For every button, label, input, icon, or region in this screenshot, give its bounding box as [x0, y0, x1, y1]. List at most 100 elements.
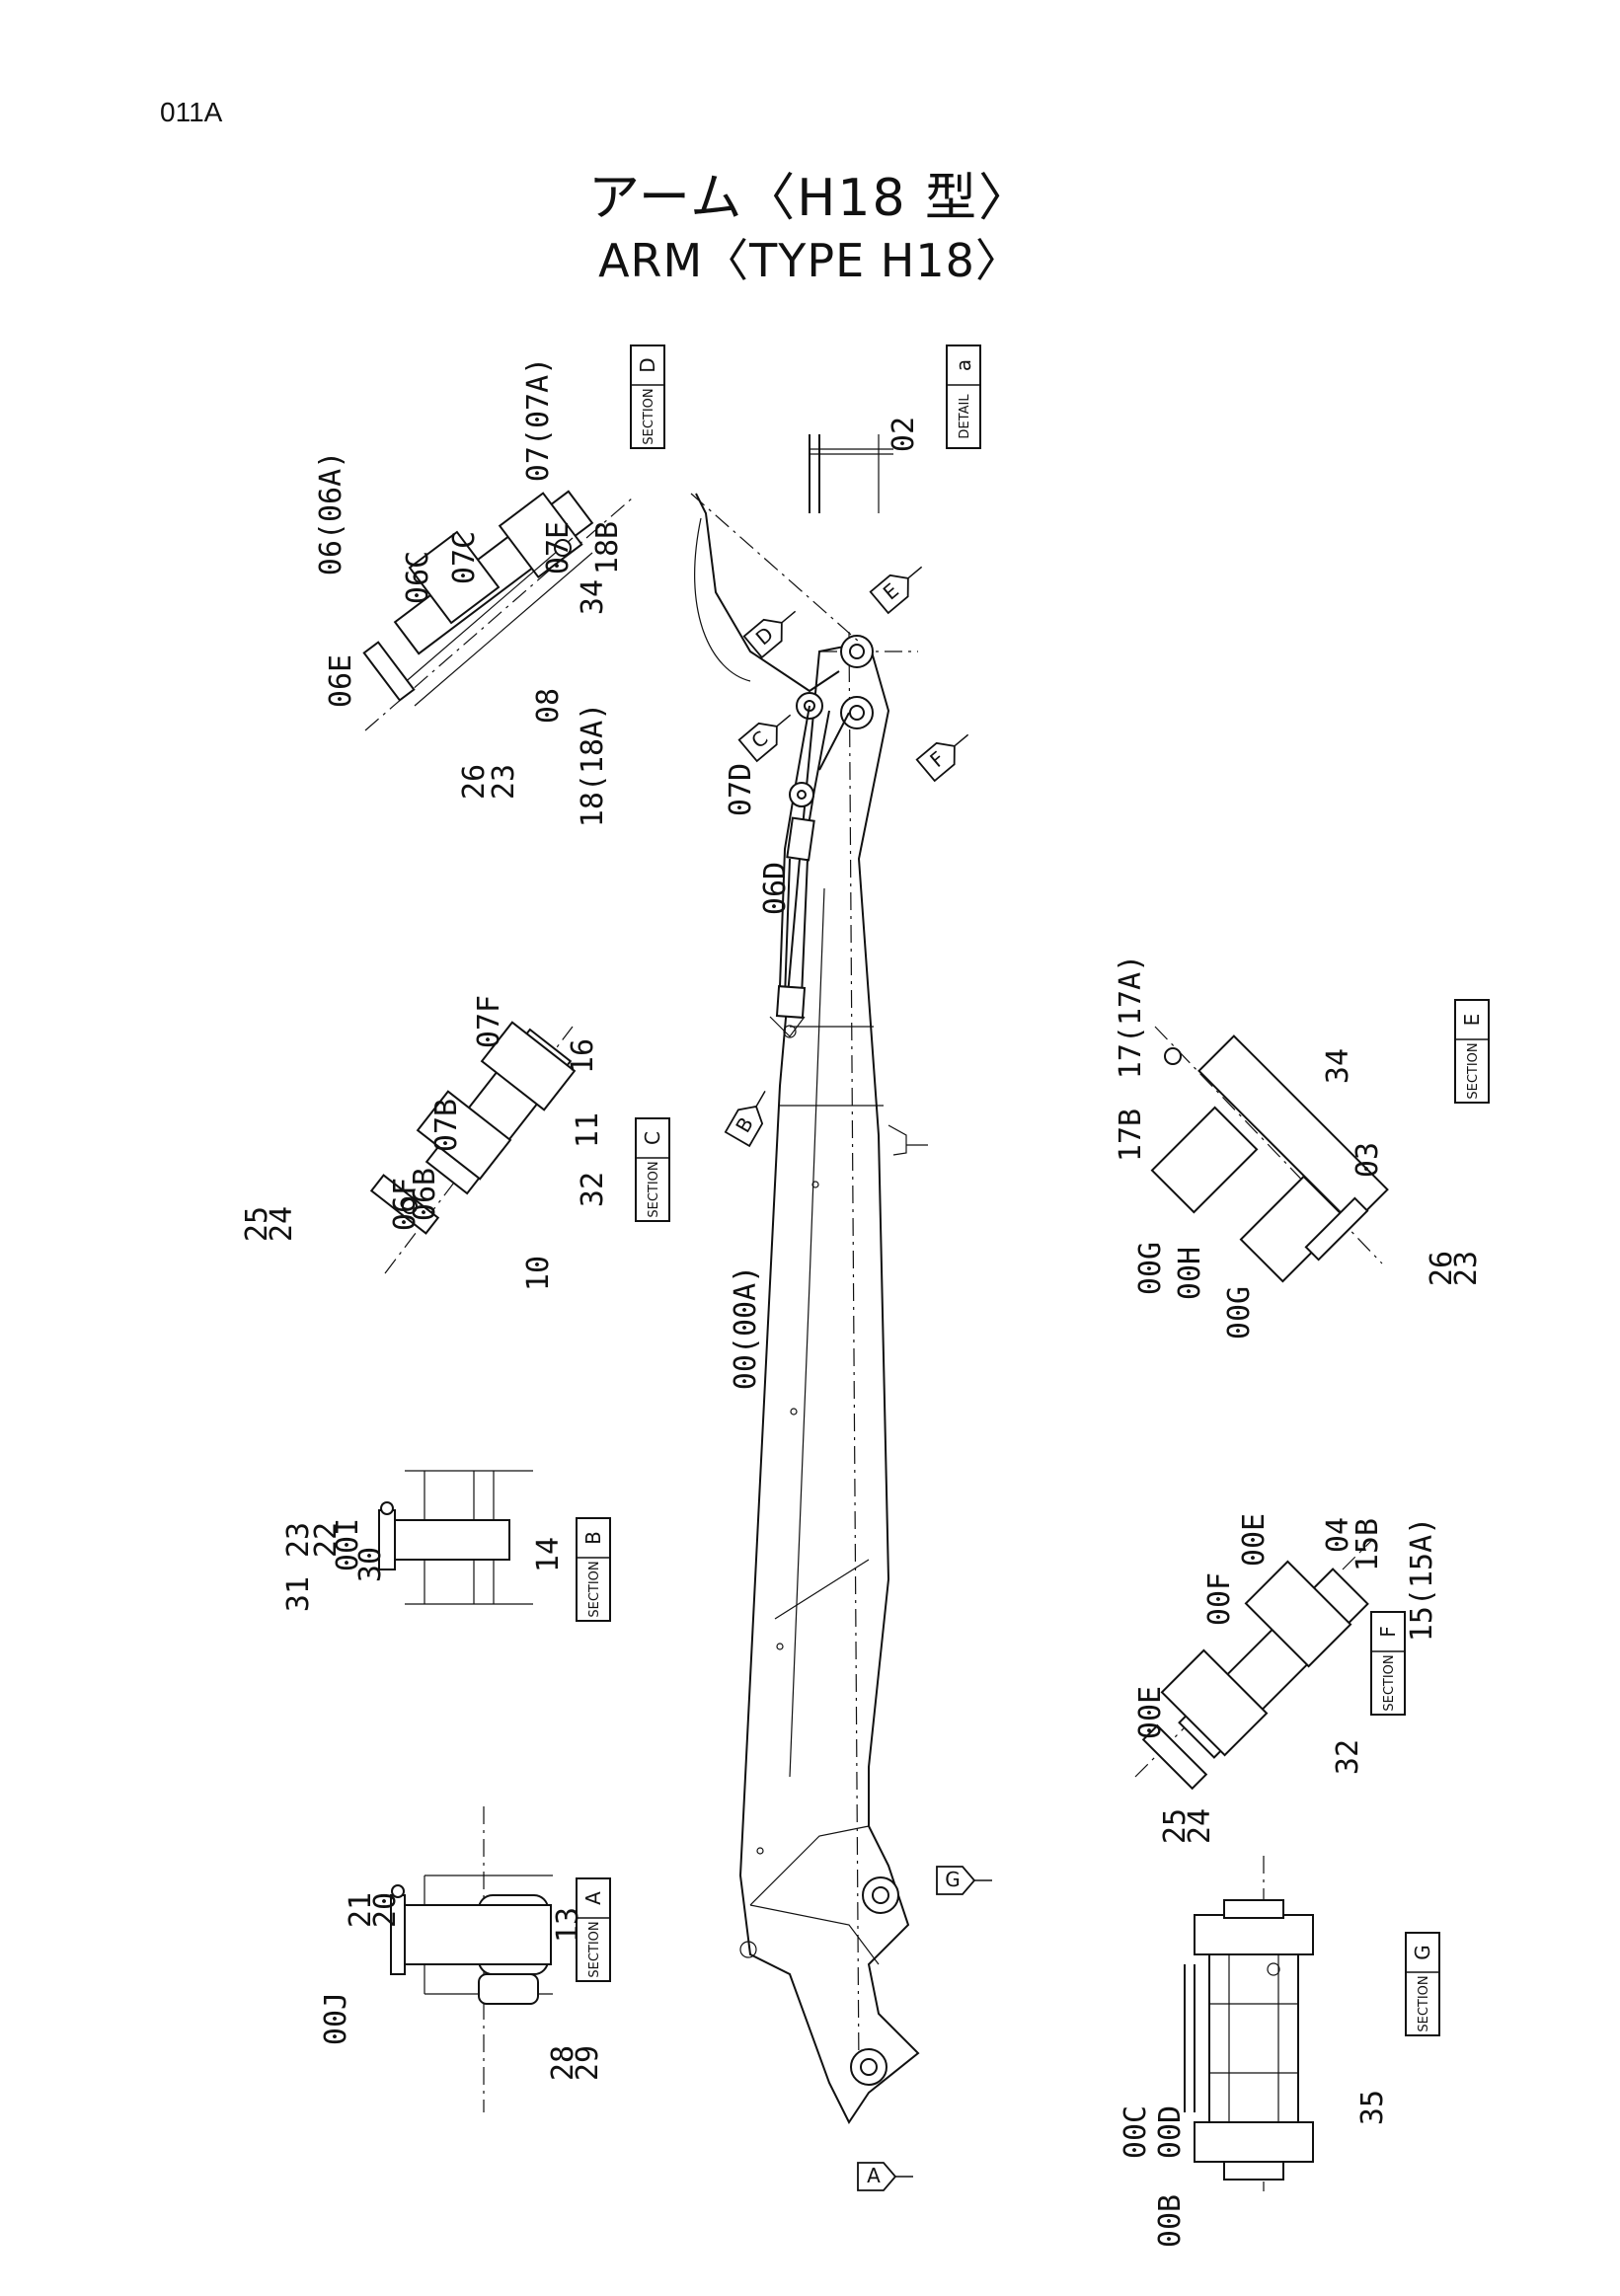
section-tag-a: DETAIL a — [946, 344, 981, 449]
part-label: 25 — [1158, 1808, 1193, 1844]
part-label: 28 — [546, 2045, 580, 2081]
section-c-view — [369, 1021, 577, 1274]
part-label: 00G — [1133, 1242, 1168, 1295]
section-f-view — [1134, 1539, 1373, 1791]
part-label: 07C — [447, 531, 482, 584]
bucket-linkage — [690, 493, 860, 1038]
view-marker-b: B — [724, 1090, 766, 1148]
section-tag-label: SECTION — [1382, 1654, 1397, 1711]
part-label: 00D — [1153, 2105, 1188, 2159]
part-label: 32 — [576, 1172, 610, 1207]
view-marker-letter: A — [867, 2164, 881, 2187]
section-tag-letter: F — [1376, 1626, 1400, 1638]
part-label: 13 — [551, 1907, 585, 1943]
view-marker-letter: G — [945, 1868, 961, 1891]
part-label: 17B — [1114, 1109, 1148, 1162]
part-label: 16 — [566, 1038, 600, 1074]
view-marker-g: G — [936, 1866, 992, 1895]
part-label: 00(00A) — [729, 1265, 763, 1390]
part-label: 06E — [324, 654, 358, 708]
section-a-view — [390, 1806, 553, 2112]
part-label: 00H — [1173, 1247, 1207, 1300]
part-label: 07(07A) — [521, 357, 556, 482]
part-label: 23 — [1449, 1251, 1484, 1286]
part-label: 00E — [1237, 1513, 1272, 1567]
part-label: 07F — [472, 995, 506, 1048]
part-label: 18B — [590, 521, 625, 574]
part-label: 34 — [1321, 1048, 1355, 1084]
part-label: 22 — [309, 1522, 344, 1558]
section-tag-b: SECTION B — [576, 1517, 611, 1622]
view-marker-c: C — [737, 714, 792, 763]
part-label: 02 — [887, 417, 921, 452]
part-label: 18(18A) — [576, 703, 610, 827]
section-tag-letter: C — [641, 1131, 664, 1145]
part-label: 00E — [1133, 1686, 1168, 1739]
page-code: 011A — [160, 97, 223, 127]
part-label: 08 — [531, 688, 566, 724]
part-label: 32 — [1331, 1739, 1365, 1775]
part-label: 35 — [1355, 2090, 1390, 2125]
part-label: 20 — [368, 1892, 403, 1928]
section-d-view — [362, 490, 633, 731]
section-tag-letter: D — [636, 357, 659, 372]
part-label: 07B — [429, 1099, 464, 1152]
title-japanese: アーム〈H18 型〉 — [587, 169, 1033, 228]
part-label: 15B — [1350, 1518, 1385, 1571]
part-label: 04 — [1321, 1517, 1355, 1553]
title-english: ARM〈TYPE H18〉 — [598, 234, 1022, 287]
view-marker-d: D — [742, 610, 797, 659]
section-tag-letter: E — [1460, 1014, 1484, 1027]
part-label: 26 — [457, 764, 492, 800]
part-label: 14 — [531, 1537, 566, 1572]
part-label: 00C — [1119, 2105, 1153, 2159]
part-label: 11 — [571, 1112, 605, 1148]
section-tag-letter: a — [952, 359, 975, 371]
section-tag-letter: B — [581, 1531, 605, 1545]
part-label: 24 — [1183, 1808, 1217, 1844]
section-g-view — [1184, 1856, 1314, 2191]
section-tag-letter: G — [1411, 1945, 1434, 1960]
part-label: 03 — [1350, 1142, 1385, 1178]
part-label: 21 — [344, 1892, 378, 1928]
part-label: 17(17A) — [1114, 955, 1148, 1079]
part-label: 25 — [240, 1206, 274, 1242]
part-label: 23 — [487, 764, 521, 800]
part-label: 06D — [758, 862, 793, 915]
part-label: 30 — [353, 1547, 388, 1582]
section-tag-label: SECTION — [587, 1561, 602, 1617]
part-label: 26 — [1425, 1251, 1459, 1286]
section-e-view — [1150, 1026, 1389, 1283]
part-label: 00I — [331, 1518, 365, 1571]
part-label: 07D — [724, 763, 758, 816]
section-tag-g: SECTION G — [1405, 1932, 1440, 2036]
part-label: 10 — [521, 1256, 556, 1291]
part-label: 06F — [388, 1178, 423, 1231]
section-tag-label: SECTION — [1417, 1975, 1431, 2031]
view-marker-a: A — [857, 2162, 913, 2191]
section-tag-label: DETAIL — [958, 394, 972, 439]
part-label: 24 — [265, 1206, 299, 1242]
section-b-view — [378, 1470, 533, 1605]
part-label: 15(15A) — [1405, 1517, 1439, 1642]
part-label: 00F — [1202, 1572, 1237, 1626]
view-marker-e: E — [869, 566, 923, 615]
part-label: 00B — [1153, 2194, 1188, 2248]
part-label: 29 — [571, 2045, 605, 2081]
detail-a-view — [809, 434, 893, 513]
view-marker-f: F — [915, 733, 969, 783]
part-label: 06C — [401, 551, 435, 604]
part-label: 31 — [281, 1576, 316, 1612]
part-label: 23 — [281, 1522, 316, 1558]
section-tag-f: SECTION F — [1370, 1611, 1406, 1716]
arm-body — [738, 631, 928, 2124]
part-label: 06(06A) — [314, 451, 348, 575]
part-label: 06B — [408, 1168, 442, 1221]
section-tag-letter: A — [581, 1891, 605, 1905]
part-label: 00J — [319, 1992, 353, 2045]
